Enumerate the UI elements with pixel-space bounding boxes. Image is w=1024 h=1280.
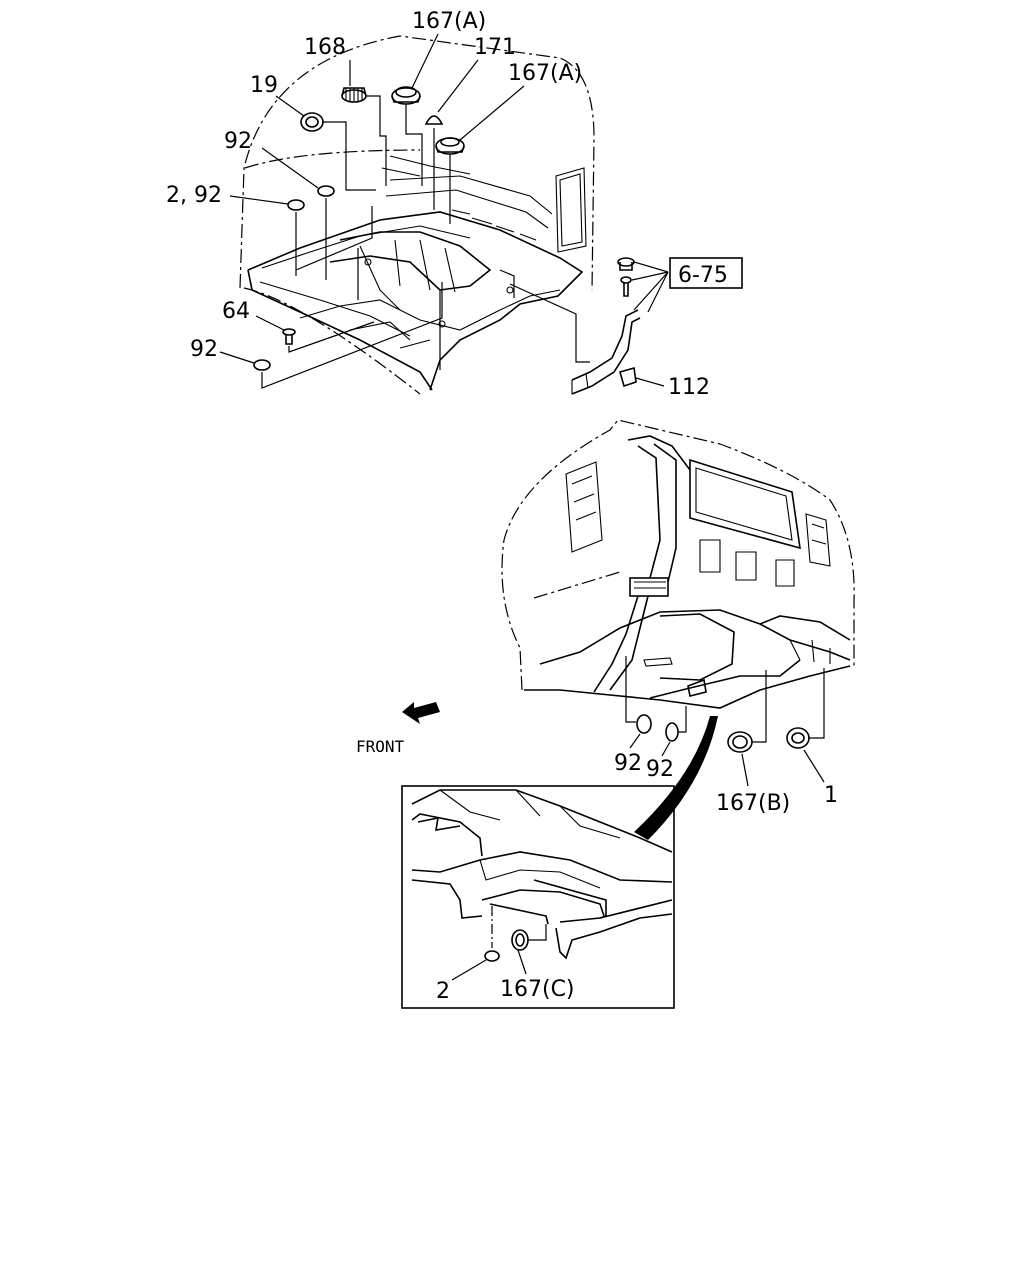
cap-171: [424, 115, 444, 125]
plug-92-b: [253, 359, 271, 371]
plug-92-c: [636, 714, 652, 734]
detail-pointer: [634, 716, 718, 840]
upper-cab-floor-assembly: [239, 35, 595, 395]
plug-2: [484, 950, 500, 962]
lower-fastener-parts: [625, 656, 825, 840]
plug-92-d: [665, 722, 679, 742]
bolt-6-75-upper: [617, 257, 635, 271]
upper-leader-lines: [219, 33, 525, 389]
grommet-19: [300, 112, 324, 132]
label-167b: 167(B): [716, 791, 790, 816]
label-112: 112: [668, 375, 710, 400]
label-92-c: 92: [614, 751, 642, 776]
ref-box-6-75: [669, 257, 743, 289]
label-2: 2: [436, 979, 450, 1004]
label-front: FRONT: [356, 737, 405, 756]
plug-168: [341, 87, 367, 103]
bolt-6-75-lower: [620, 276, 632, 297]
label-167c: 167(C): [500, 977, 575, 1002]
label-64: 64: [222, 299, 250, 324]
label-171: 171: [474, 35, 516, 60]
label-92-b: 92: [190, 337, 218, 362]
detail-inset: [401, 785, 675, 1009]
grommet-167a-top: [391, 86, 421, 105]
grommet-167c: [511, 929, 529, 951]
label-1: 1: [824, 783, 838, 808]
grommet-167b: [727, 731, 753, 753]
screw-64: [282, 328, 296, 345]
label-2-92: 2, 92: [166, 183, 222, 208]
plug-92-a: [317, 185, 335, 197]
label-167a-top: 167(A): [412, 9, 486, 34]
label-19: 19: [250, 73, 278, 98]
grommet-167a-right: [435, 137, 465, 155]
front-direction-arrow: [402, 702, 440, 724]
bracket-assembly: [509, 257, 743, 395]
labels: 167(A) 168 171 167(A) 19 92 2, 92 64 92 …: [166, 9, 838, 1004]
lower-cab-rear-view: [501, 419, 855, 709]
label-6-75: 6-75: [678, 263, 728, 288]
label-168: 168: [304, 35, 346, 60]
label-92-d: 92: [646, 757, 674, 782]
label-167a-right: 167(A): [508, 61, 582, 86]
grommet-1: [786, 727, 810, 749]
label-92-a: 92: [224, 129, 252, 154]
plug-2-92: [287, 199, 305, 211]
